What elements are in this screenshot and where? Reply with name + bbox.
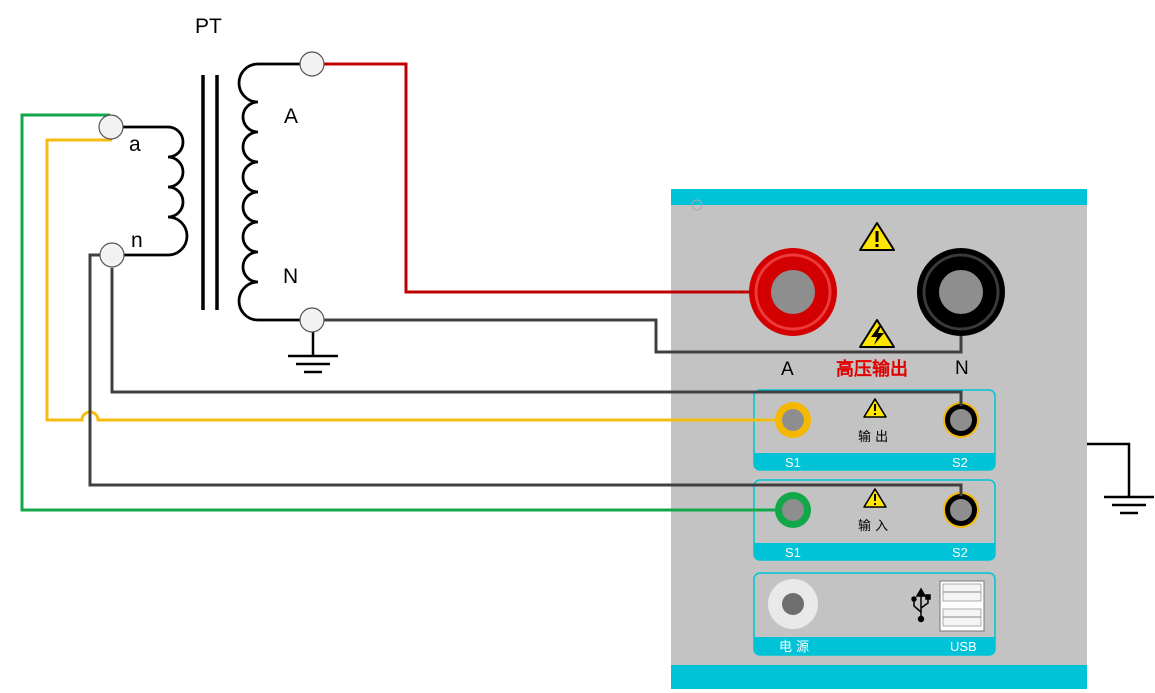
pt-terminal-n-secondary[interactable] xyxy=(99,242,125,268)
input-terminal-s1[interactable] xyxy=(775,492,811,528)
input-s1-label: S1 xyxy=(785,545,801,560)
input-panel xyxy=(753,479,996,561)
output-s1-label: S1 xyxy=(785,455,801,470)
power-socket[interactable] xyxy=(768,579,818,629)
ground-icon xyxy=(1087,442,1154,515)
pt-terminal-a[interactable] xyxy=(299,51,325,77)
wire-green xyxy=(20,113,776,512)
output-panel-title: 输 出 xyxy=(858,429,888,445)
input-terminal-s2[interactable] xyxy=(943,492,979,528)
output-terminal-s2[interactable] xyxy=(943,402,979,438)
wire-gray-hv-n xyxy=(323,318,963,354)
hv-label-a: A xyxy=(781,359,794,380)
wire-yellow xyxy=(45,138,776,422)
pt-title: PT xyxy=(195,15,222,38)
primary-label-n: N xyxy=(283,265,298,288)
warning-icon xyxy=(859,222,895,251)
pt-terminal-a-secondary[interactable] xyxy=(98,114,124,140)
warning-icon xyxy=(863,398,887,418)
hv-output-title: 高压输出 xyxy=(836,358,908,380)
output-panel xyxy=(753,389,996,471)
secondary-label-a: a xyxy=(129,133,141,156)
secondary-coil xyxy=(118,125,189,257)
wire-gray-output xyxy=(110,268,963,406)
hv-label-n: N xyxy=(955,358,969,379)
hv-terminal-n[interactable] xyxy=(917,248,1005,336)
hv-terminal-a[interactable] xyxy=(749,248,837,336)
wire-gray-input xyxy=(88,253,963,496)
usb-port[interactable] xyxy=(939,580,985,632)
power-label: 电 源 xyxy=(779,640,809,655)
pt-terminal-n[interactable] xyxy=(299,307,325,333)
wire-red xyxy=(323,62,752,294)
output-terminal-s1[interactable] xyxy=(775,402,811,438)
high-voltage-icon xyxy=(859,319,895,348)
secondary-label-n: n xyxy=(131,229,143,252)
primary-coil xyxy=(237,62,310,322)
primary-label-a: A xyxy=(284,105,298,128)
output-s2-label: S2 xyxy=(952,455,968,470)
usb-label: USB xyxy=(950,639,977,654)
warning-icon xyxy=(863,488,887,508)
input-panel-title: 输 入 xyxy=(858,518,888,534)
usb-icon xyxy=(911,587,931,623)
input-s2-label: S2 xyxy=(952,545,968,560)
transformer-core xyxy=(201,75,219,310)
